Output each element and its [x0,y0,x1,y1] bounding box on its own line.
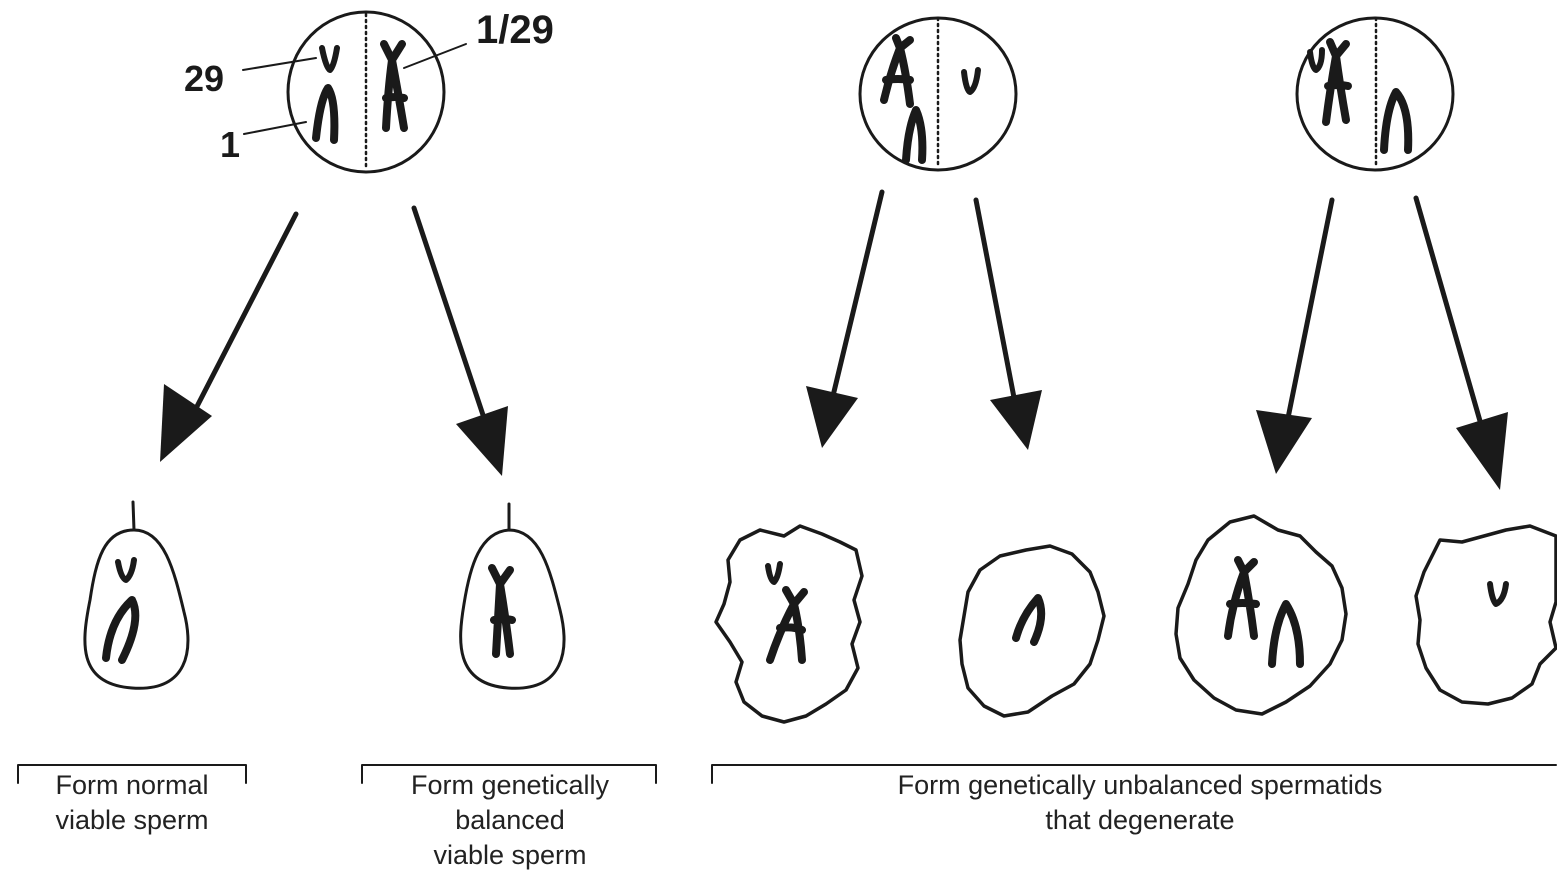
chromosome-1-29 [1326,42,1348,122]
chromosome-1 [1384,92,1408,150]
label-chromosome-1: 1 [220,124,240,166]
spermatid-unbalanced-4 [1416,526,1556,704]
chromosome-1 [1272,604,1300,664]
chromosome-1 [316,88,334,140]
chromosome-29 [768,564,780,582]
chromosome-1 [906,110,922,160]
spermatid-unbalanced-1 [716,526,862,722]
caption-balanced-line-1: Form genetically [368,768,652,803]
chromosome-29 [964,70,978,92]
caption-balanced-line-2: balanced [368,803,652,838]
chromosome-1-29 [770,590,804,660]
caption-unbalanced: Form genetically unbalanced spermatids t… [790,768,1490,838]
chromosome-29 [1490,584,1506,604]
spermatid-unbalanced-3 [1176,516,1346,714]
arrow-4 [976,200,1042,450]
label-translocation-1-29: 1/29 [476,8,554,53]
dividing-cell-2 [860,18,1016,170]
chromosome-1-29 [884,38,910,104]
spermatid-unbalanced-2 [960,546,1104,716]
label-chromosome-29: 29 [184,58,224,100]
arrow-6 [1416,198,1508,490]
caption-balanced: Form genetically balanced viable sperm [368,768,652,873]
sperm-normal [85,502,188,688]
arrow-5 [1256,200,1332,474]
dividing-cell-1 [243,12,466,172]
caption-unbalanced-line-1: Form genetically unbalanced spermatids [790,768,1490,803]
chromosome-1-29 [384,44,404,128]
chromosome-29 [1310,50,1322,70]
chromosome-1-29 [1228,560,1256,636]
dividing-cell-3 [1297,18,1453,170]
chromosome-29 [322,48,337,70]
arrow-3 [806,192,882,448]
sperm-balanced [461,504,564,688]
chromosome-1 [106,600,135,660]
caption-unbalanced-line-2: that degenerate [790,803,1490,838]
arrow-2 [414,208,508,476]
caption-balanced-line-3: viable sperm [368,838,652,873]
chromosome-1 [1016,598,1041,642]
caption-normal-line-1: Form normal [32,768,232,803]
caption-normal: Form normal viable sperm [32,768,232,838]
arrow-1 [160,214,296,462]
chromosome-1-29 [492,568,512,654]
chromosome-29 [118,560,134,580]
caption-normal-line-2: viable sperm [32,803,232,838]
